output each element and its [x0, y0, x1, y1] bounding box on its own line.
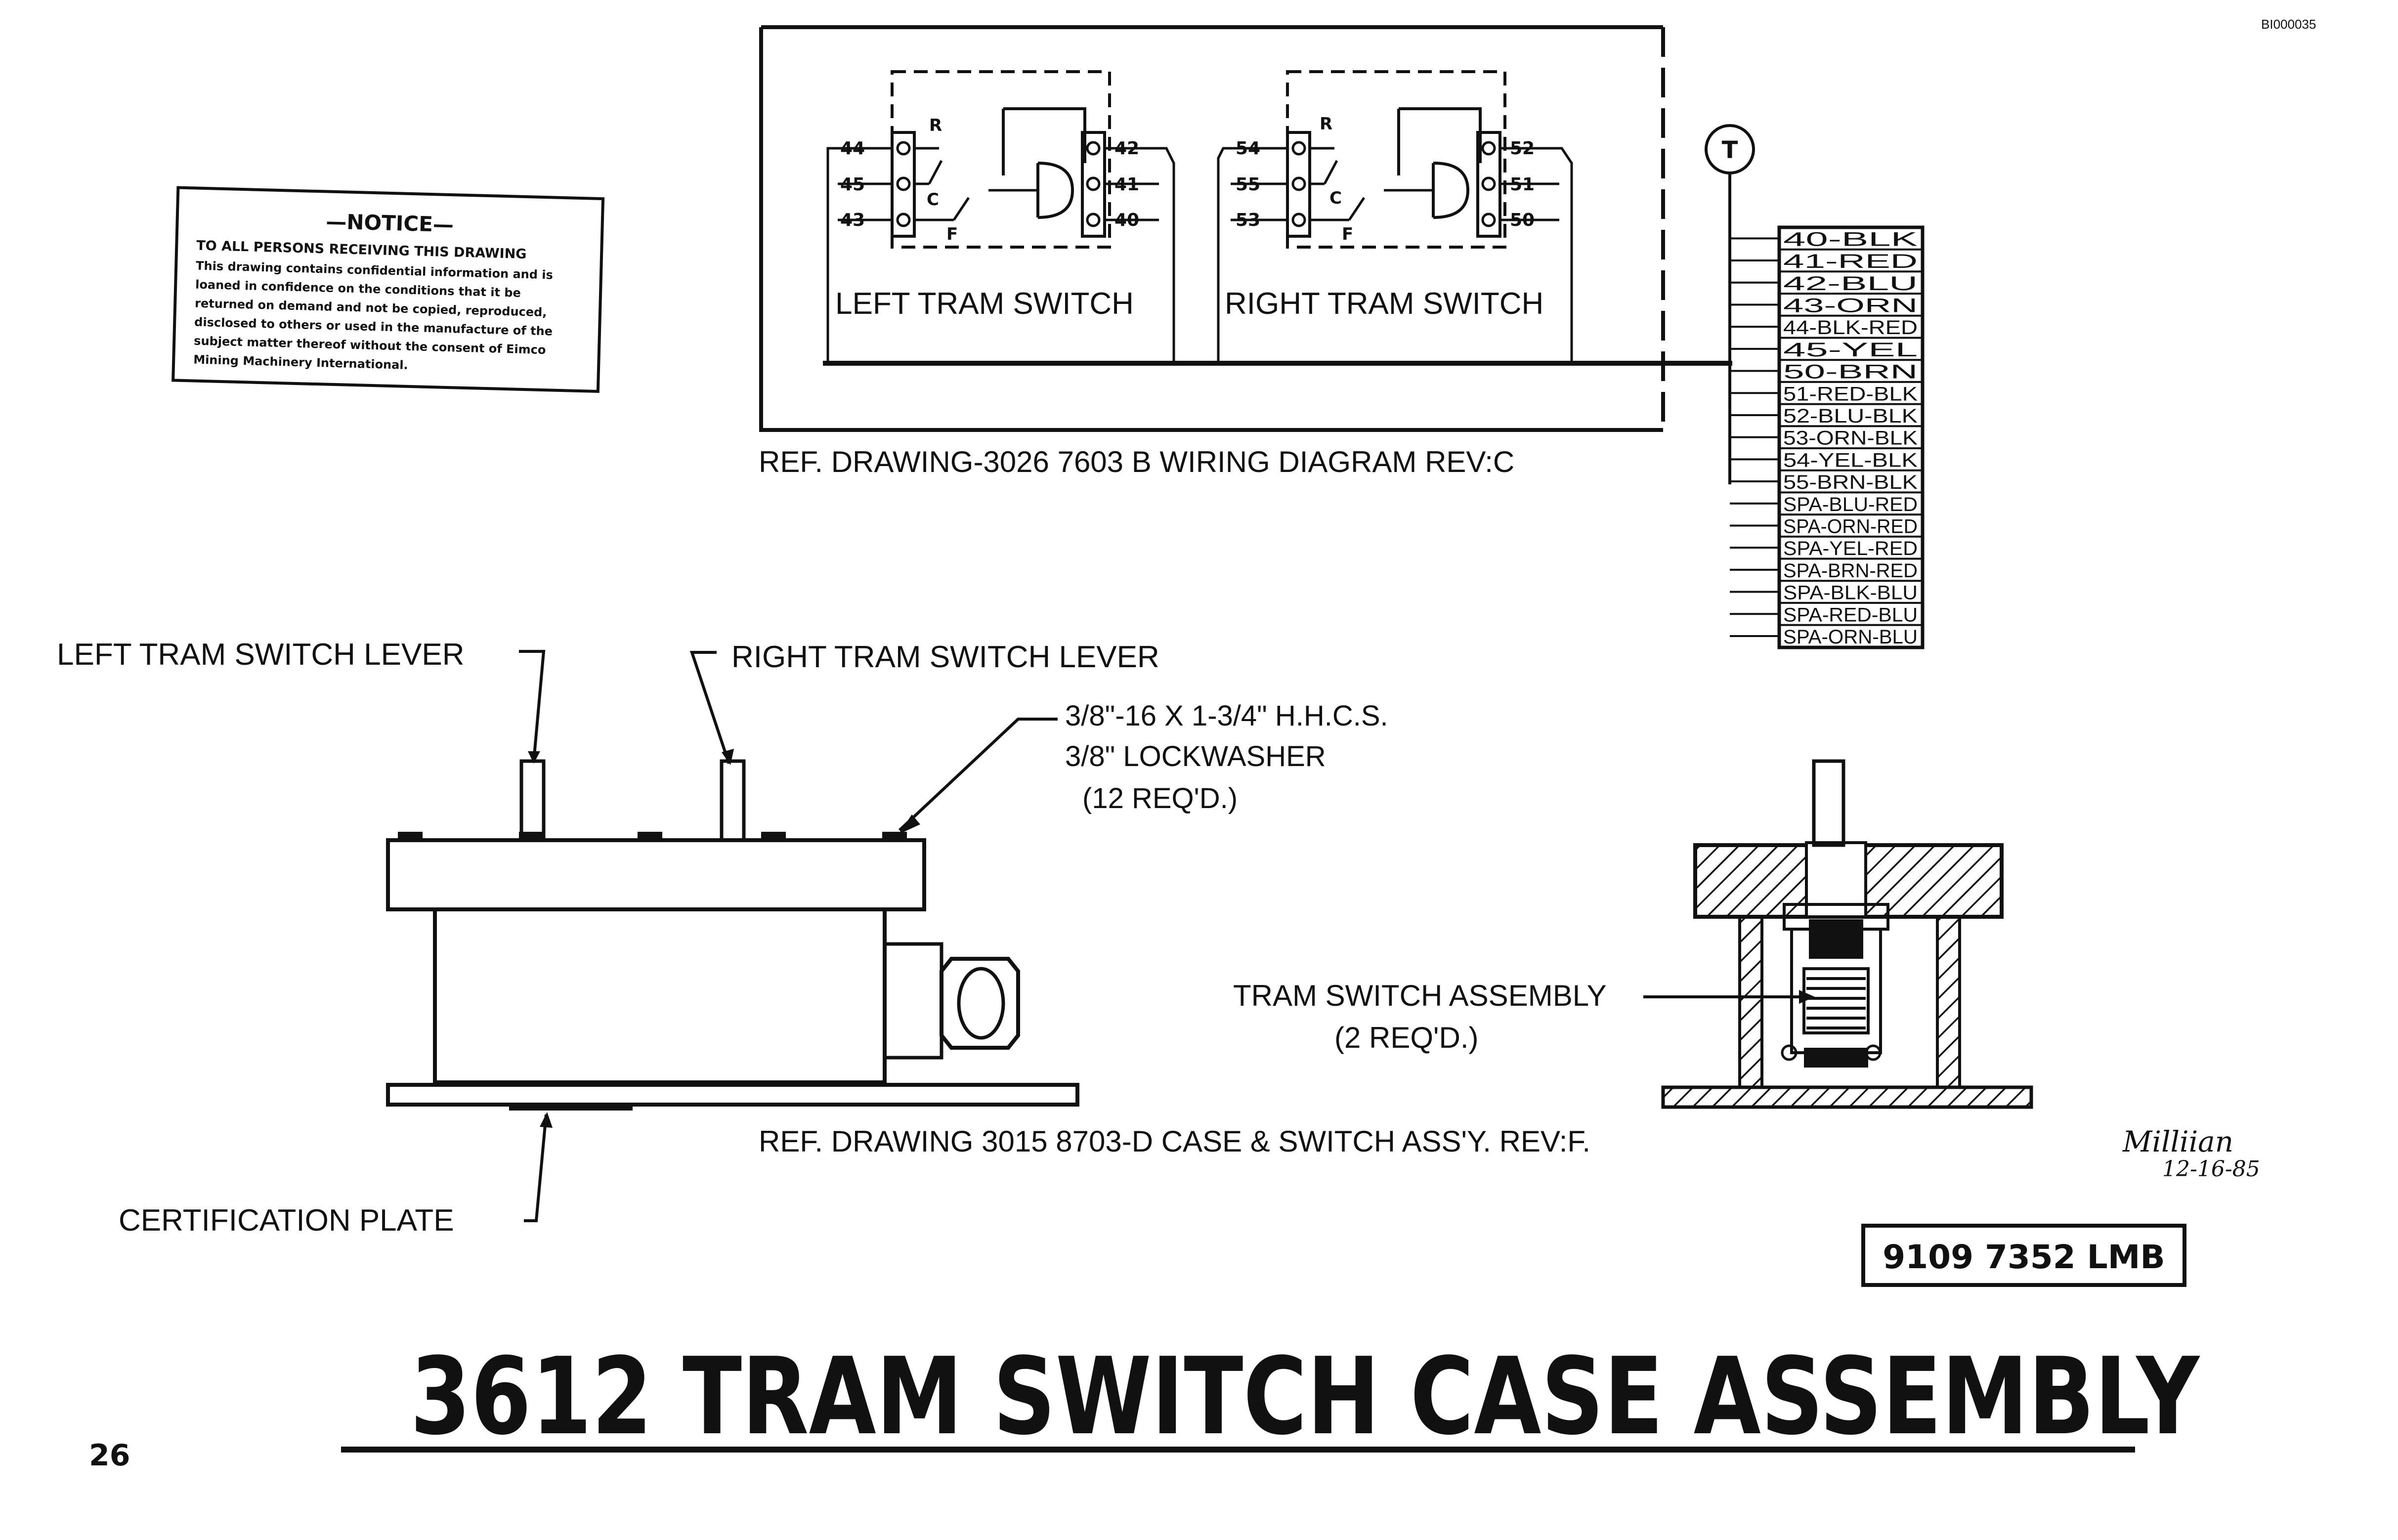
switch-assembly-qty: (2 REQ'D.) [1334, 1021, 1478, 1054]
notice-title: —NOTICE— [326, 209, 454, 237]
left-lever [519, 759, 546, 842]
terminal-50: 50 [1510, 210, 1535, 230]
bolt-spec-line-3: (12 REQ'D.) [1082, 782, 1238, 814]
base-plate [386, 1083, 1079, 1107]
wire-code-9: 53-ORN-BLK [1783, 428, 1918, 449]
wire-code-6: 50-BRN [1783, 361, 1918, 383]
left-switch-schematic: R C F [891, 107, 1106, 244]
left-terminal-wires: 44 45 43 42 41 40 [826, 138, 1175, 366]
wire-code-13: SPA-ORN-RED [1783, 515, 1918, 537]
terminal-52: 52 [1510, 138, 1535, 159]
wire-code-3: 43-ORN [1783, 295, 1918, 316]
wire-code-8: 52-BLU-BLK [1783, 405, 1918, 427]
terminal-42: 42 [1114, 138, 1139, 159]
terminal-45: 45 [840, 174, 865, 195]
bolt-spec-line-2: 3/8" LOCKWASHER [1065, 740, 1326, 772]
wiring-ref-note: REF. DRAWING-3026 7603 B WIRING DIAGRAM … [759, 445, 1514, 478]
document-id: BI000035 [2261, 17, 2316, 32]
right-tram-switch-label: RIGHT TRAM SWITCH [1225, 287, 1543, 321]
signature: Milliian 12-16-85 [2122, 1125, 2260, 1182]
wire-code-12: SPA-BLU-RED [1783, 494, 1918, 515]
right-lever-label: RIGHT TRAM SWITCH LEVER [731, 640, 1159, 674]
signature-date: 12-16-85 [2162, 1156, 2260, 1182]
right-lever [720, 759, 746, 842]
terminal-t-label: T [1722, 136, 1738, 164]
wire-code-7: 51-RED-BLK [1783, 383, 1918, 405]
left-lever-label: LEFT TRAM SWITCH LEVER [57, 638, 465, 672]
terminal-54: 54 [1236, 138, 1260, 159]
section-lever [1812, 759, 1845, 847]
right-contact-c: C [1329, 188, 1342, 208]
wiring-diagram: R C F 44 45 43 42 41 40 [759, 25, 1925, 649]
wire-code-2: 42-BLU [1783, 273, 1918, 295]
terminal-53: 53 [1236, 210, 1260, 230]
wire-code-1: 41-RED [1783, 251, 1918, 272]
case-assembly-ref-note: REF. DRAWING 3015 8703-D CASE & SWITCH A… [759, 1125, 1590, 1158]
wire-code-16: SPA-BLK-BLU [1783, 582, 1918, 604]
left-contact-f: F [946, 224, 958, 244]
right-terminal-wires: 54 55 53 52 51 50 [1217, 138, 1573, 366]
left-contact-r: R [929, 116, 942, 135]
wire-code-table: 40-BLK41-RED42-BLU43-ORN44-BLK-RED45-YEL… [1730, 225, 1925, 649]
wire-code-15: SPA-BRN-RED [1783, 560, 1918, 582]
terminal-40: 40 [1114, 210, 1139, 230]
case-lid [386, 838, 926, 911]
page-number: 26 [89, 1438, 130, 1473]
wire-code-10: 54-YEL-BLK [1783, 449, 1918, 471]
certification-plate-label: CERTIFICATION PLATE [119, 1203, 454, 1238]
wire-code-14: SPA-YEL-RED [1783, 538, 1918, 559]
wire-code-17: SPA-RED-BLU [1783, 604, 1918, 626]
section-base [1661, 1085, 2033, 1109]
wire-code-5: 45-YEL [1783, 339, 1918, 361]
drawing-title: 3612 TRAM SWITCH CASE ASSEMBLY [410, 1334, 2200, 1458]
certification-plate [509, 1105, 633, 1111]
case-side-view: LEFT TRAM SWITCH LEVER RIGHT TRAM SWITCH… [57, 638, 1388, 1238]
right-contact-f: F [1342, 224, 1353, 244]
lid-bolts [398, 832, 907, 842]
cable-gland-housing [883, 942, 943, 1060]
terminal-55: 55 [1236, 174, 1260, 195]
wire-code-0: 40-BLK [1783, 228, 1918, 250]
section-switch-assembly [1781, 903, 1889, 1068]
left-contact-c: C [927, 190, 939, 210]
wire-code-11: 55-BRN-BLK [1783, 471, 1918, 493]
wire-code-4: 44-BLK-RED [1783, 317, 1918, 339]
wire-code-18: SPA-ORN-BLU [1783, 626, 1918, 648]
terminal-44: 44 [840, 138, 865, 159]
terminal-51: 51 [1510, 174, 1535, 195]
terminal-41: 41 [1114, 174, 1139, 195]
bolt-spec-line-1: 3/8"-16 X 1-3/4" H.H.C.S. [1065, 700, 1388, 732]
cable-gland [940, 957, 1020, 1050]
case-body [433, 907, 887, 1084]
part-number: 9109 7352 LMB [1883, 1238, 2165, 1276]
notice-box: —NOTICE— TO ALL PERSONS RECEIVING THIS D… [171, 186, 605, 393]
right-contact-r: R [1320, 114, 1332, 134]
switch-assembly-label: TRAM SWITCH ASSEMBLY [1233, 979, 1607, 1012]
terminal-43: 43 [840, 210, 865, 230]
left-tram-switch-label: LEFT TRAM SWITCH [835, 287, 1134, 321]
signature-name: Milliian [2122, 1125, 2233, 1158]
right-switch-schematic: R C F [1286, 107, 1501, 244]
part-number-box [1861, 1224, 2186, 1287]
case-section-view: TRAM SWITCH ASSEMBLY (2 REQ'D.) [1233, 759, 2033, 1109]
